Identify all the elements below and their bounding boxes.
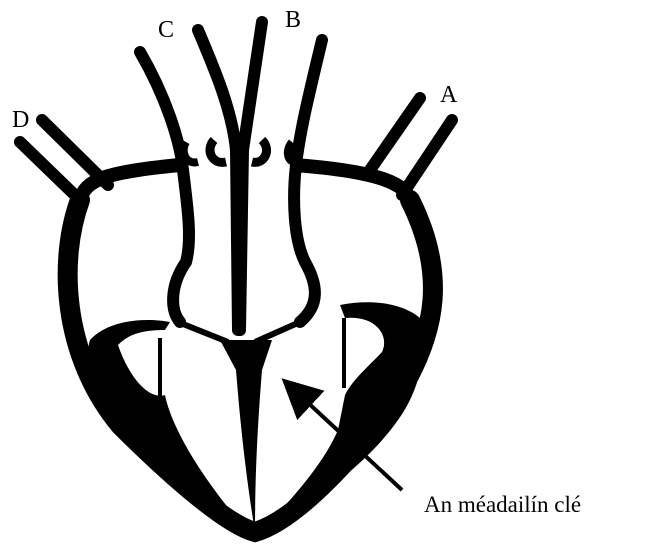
vessel-b-line bbox=[294, 40, 322, 322]
annotation-text: An méadailín clé bbox=[424, 492, 581, 517]
label-a: A bbox=[440, 82, 458, 108]
vessel-a-inner bbox=[370, 98, 420, 170]
vessel-a-outer bbox=[402, 120, 452, 195]
partition-right bbox=[255, 322, 300, 342]
central-vessel-right bbox=[240, 22, 262, 330]
central-vessel-left bbox=[198, 30, 238, 330]
septum bbox=[220, 340, 272, 532]
label-b: B bbox=[285, 7, 301, 33]
label-d: D bbox=[12, 107, 29, 133]
valve-cusp-left bbox=[210, 140, 226, 162]
valve-cusp-right bbox=[252, 140, 267, 162]
vessel-c-line bbox=[140, 52, 189, 322]
label-c: C bbox=[158, 17, 174, 43]
partition-left bbox=[178, 322, 228, 342]
right-atrium-roof bbox=[295, 165, 410, 200]
valve-cusp-far-left bbox=[184, 142, 198, 162]
